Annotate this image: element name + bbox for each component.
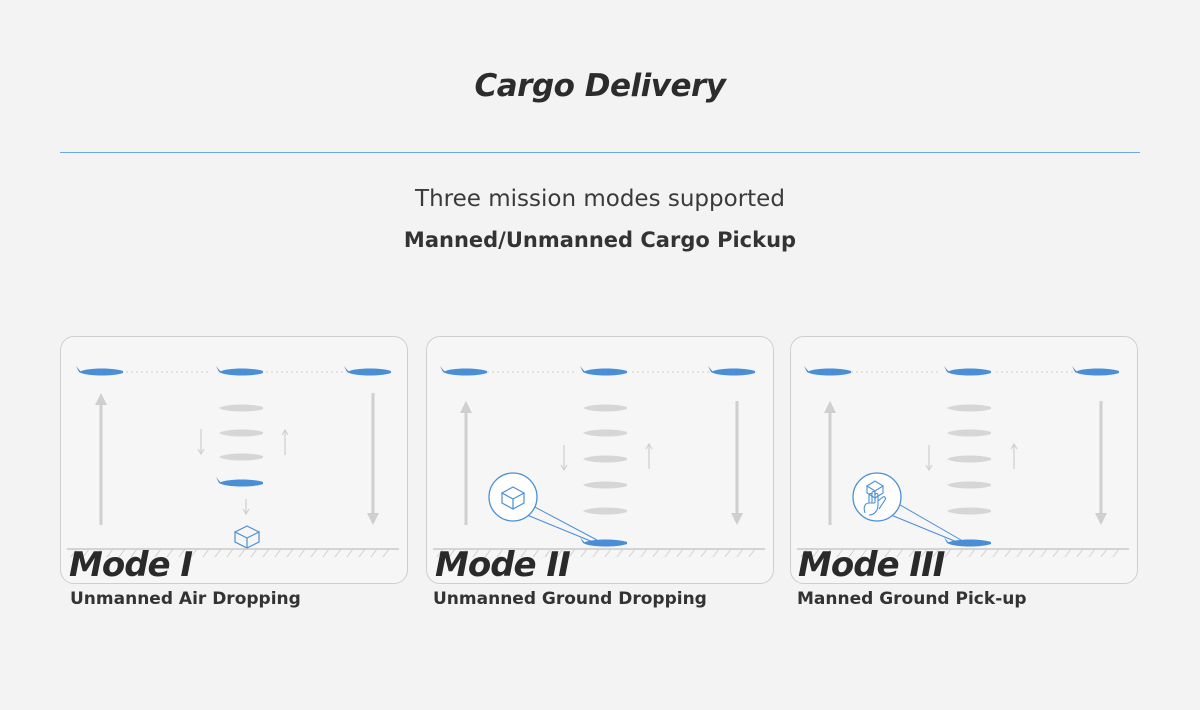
mode-1-subtitle: Unmanned Air Dropping	[70, 589, 301, 609]
aircraft-icon	[804, 366, 851, 376]
ghost-aircraft-icon	[219, 404, 263, 461]
ghost-aircraft-icon	[947, 404, 991, 515]
mode-2-title: Mode II	[435, 545, 571, 585]
ascent-arrow-icon	[460, 401, 472, 525]
aircraft-icon	[1072, 366, 1119, 376]
aircraft-icon	[944, 366, 991, 376]
page-subtitle-secondary: Manned/Unmanned Cargo Pickup	[403, 228, 797, 252]
small-arrow-icon	[197, 428, 289, 516]
callout-connector	[526, 504, 598, 543]
descent-arrow-icon	[367, 393, 379, 525]
mode-2-subtitle: Unmanned Ground Dropping	[433, 589, 707, 609]
small-arrow-icon	[560, 442, 653, 472]
page-title: Cargo Delivery	[474, 68, 726, 104]
aircraft-icon	[580, 537, 627, 547]
mode-2-diagram	[433, 366, 765, 558]
aircraft-icon	[440, 366, 487, 376]
mode-panel-3	[790, 336, 1138, 584]
page-subtitle: Three mission modes supported	[415, 186, 785, 212]
descent-arrow-icon	[1095, 401, 1107, 525]
descent-arrow-icon	[731, 401, 743, 525]
mode-1-title: Mode I	[69, 545, 193, 585]
ascent-arrow-icon	[95, 393, 107, 525]
ground-line	[797, 548, 1129, 558]
aircraft-icon	[216, 366, 263, 376]
aircraft-icon	[580, 366, 627, 376]
small-arrow-icon	[925, 442, 1018, 472]
header-divider	[60, 152, 1140, 153]
mode-panel-2	[426, 336, 774, 584]
aircraft-icon	[76, 366, 123, 376]
hand-box-icon	[852, 472, 902, 522]
mode-1-diagram	[67, 366, 399, 558]
box-icon	[488, 472, 538, 522]
aircraft-icon	[216, 477, 263, 487]
callout-connector	[890, 501, 962, 543]
ground-line	[433, 548, 765, 558]
ghost-aircraft-icon	[583, 404, 627, 515]
aircraft-icon	[708, 366, 755, 376]
mode-3-diagram	[797, 366, 1129, 558]
aircraft-icon	[944, 537, 991, 547]
mode-3-subtitle: Manned Ground Pick-up	[797, 589, 1027, 609]
cargo-box-icon	[233, 525, 261, 549]
mode-3-title: Mode III	[798, 545, 945, 585]
mode-panel-1	[60, 336, 408, 584]
ground-line	[67, 548, 399, 558]
aircraft-icon	[344, 366, 391, 376]
ascent-arrow-icon	[824, 401, 836, 525]
